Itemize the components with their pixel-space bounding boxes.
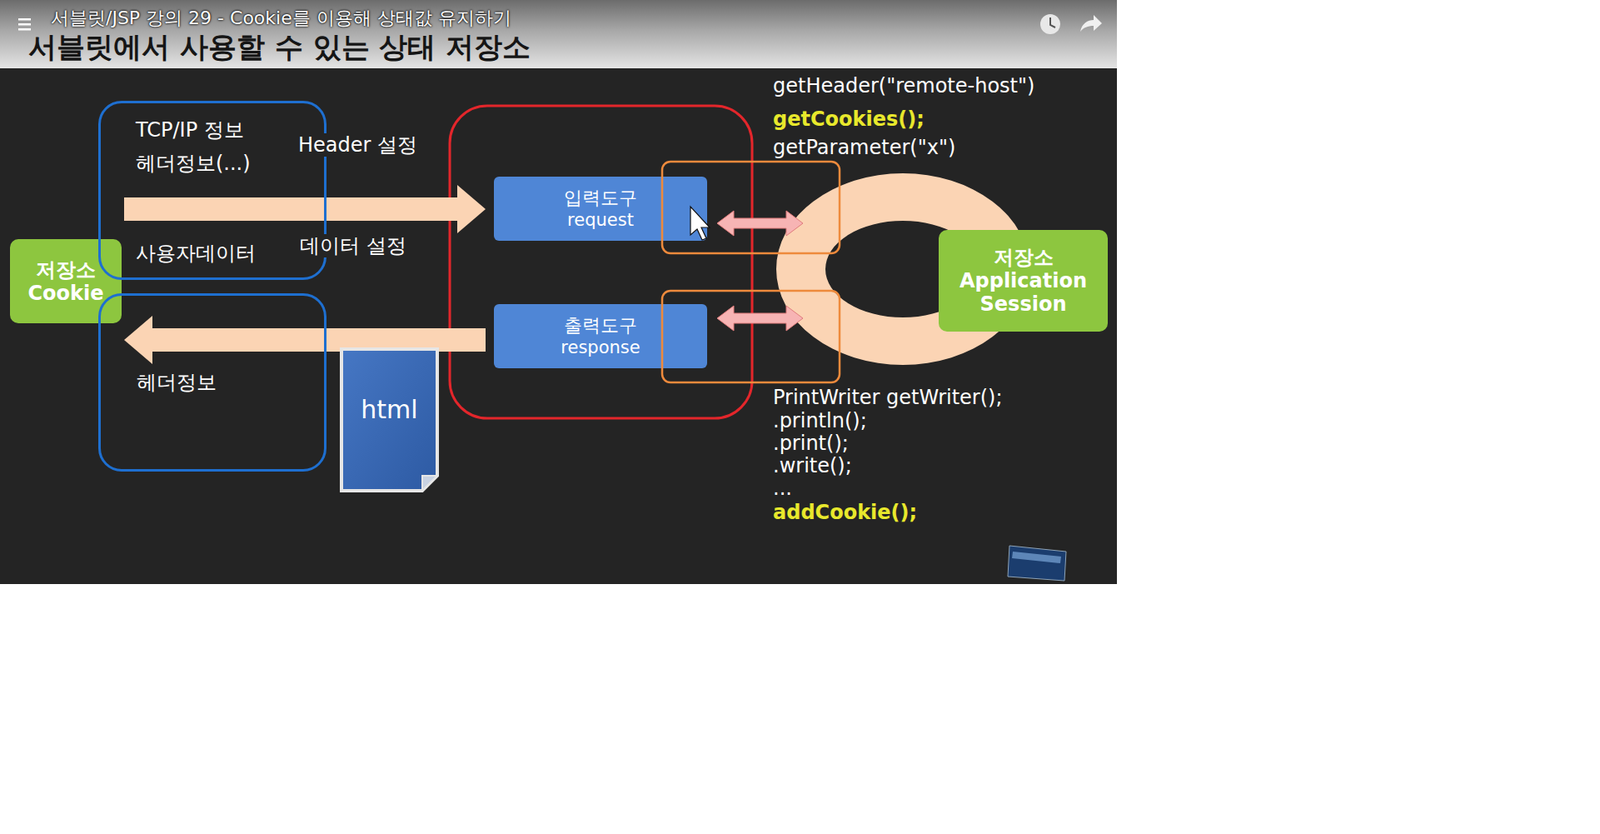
flow-label: Header 설정 (295, 133, 420, 157)
clock-icon (1040, 14, 1061, 35)
box-text: html (360, 394, 418, 425)
method-name: ... (770, 476, 795, 500)
box-text: 입력도구 (563, 186, 638, 210)
box-text: 헤더정보(...) (135, 151, 251, 175)
box-text: Application Session (949, 269, 1097, 316)
laptop-icon (1007, 545, 1067, 581)
mouse-cursor (690, 206, 710, 240)
method-name: PrintWriter getWriter(); (770, 385, 1006, 409)
video-title: 서블릿/JSP 강의 29 - Cookie를 이용해 상태값 유지하기 (48, 6, 514, 30)
box-text: 사용자데이터 (135, 241, 256, 265)
doc-body (341, 348, 438, 491)
pink-double-arrow (717, 305, 803, 331)
box-text: 헤더정보 (136, 370, 217, 394)
tool-box: 입력도구request (493, 176, 708, 241)
box-text: response (560, 336, 640, 359)
highlight-frame (662, 161, 840, 254)
flow-arrow (124, 184, 486, 234)
method-name: .print(); (770, 431, 852, 455)
clock-face (1040, 14, 1061, 35)
menu-line (18, 23, 31, 26)
doc-fold (422, 475, 438, 491)
header-group: 헤더정보 (98, 293, 327, 472)
header-bar (0, 0, 1117, 69)
video-frame: 서블릿에서 사용할 수 있는 상태 저장소저장소CookieTCP/IP 정보헤… (0, 0, 1117, 584)
box-text: TCP/IP 정보 (135, 118, 245, 142)
laptop-glare (1011, 551, 1062, 564)
storage-box: 저장소Cookie (9, 239, 122, 324)
method-name: .println(); (770, 408, 870, 433)
box-text: 저장소 (993, 245, 1054, 270)
pink-double-arrow (717, 210, 803, 236)
header-group: TCP/IP 정보헤더정보(...) 사용자데이터 (98, 100, 327, 280)
highlight-frame (662, 290, 840, 383)
flow-label: 데이터 설정 (297, 234, 409, 258)
method-name: getHeader("remote-host") (770, 74, 1037, 98)
tool-box: 출력도구response (493, 304, 708, 369)
clock-hands (1050, 17, 1056, 28)
servlet-container (449, 105, 753, 419)
share-icon (1080, 14, 1102, 32)
menu-icon (18, 18, 31, 31)
box-text: 출력도구 (563, 314, 638, 337)
method-name: getCookies(); (770, 107, 928, 131)
laptop-screen (1007, 545, 1067, 581)
slide-title: 서블릿에서 사용할 수 있는 상태 저장소 (28, 29, 531, 64)
box-text: request (567, 209, 634, 232)
method-name: addCookie(); (770, 500, 920, 524)
menu-line (18, 18, 31, 21)
box-text: 저장소 (35, 258, 96, 282)
document-shape: html (339, 347, 439, 493)
method-name: getParameter("x") (770, 135, 958, 160)
box-text: Cookie (27, 281, 104, 305)
storage-box: 저장소Application Session (938, 229, 1108, 332)
method-name: .write(); (770, 453, 855, 478)
